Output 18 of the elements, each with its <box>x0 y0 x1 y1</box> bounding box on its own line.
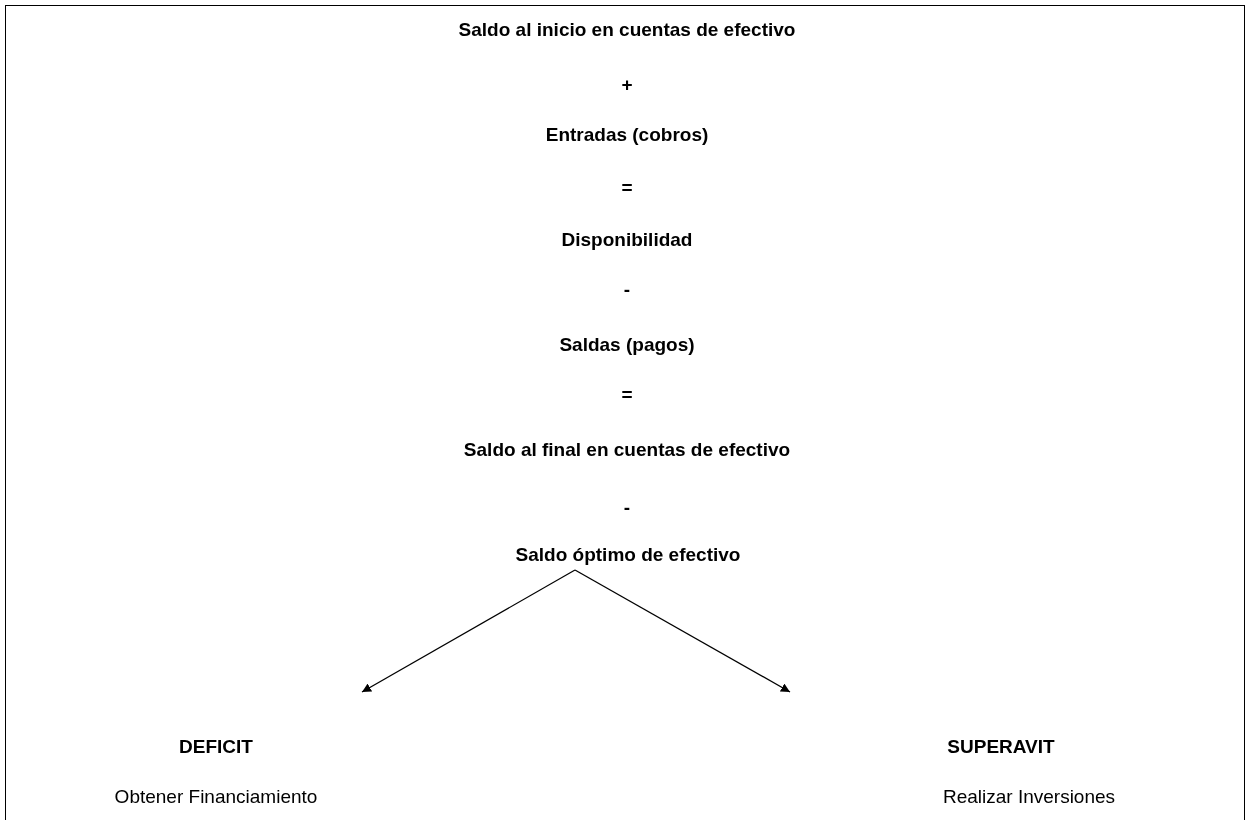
formula-line: = <box>621 384 633 406</box>
formula-line: Saldas (pagos) <box>559 334 695 356</box>
node-title: DEFICIT <box>179 736 253 758</box>
formula-line: + <box>621 74 633 96</box>
node-title: SUPERAVIT <box>947 736 1055 758</box>
arrow <box>574 569 791 693</box>
formula-line: - <box>623 497 631 519</box>
frame-border <box>5 5 1245 820</box>
formula-line: Saldo al inicio en cuentas de efectivo <box>458 19 796 41</box>
node-title: Saldo óptimo de efectivo <box>515 544 741 566</box>
formula-line: - <box>623 279 631 301</box>
formula-line: = <box>621 177 633 199</box>
node-description: Obtener Financiamiento <box>114 786 318 808</box>
node-description: Realizar Inversiones <box>942 786 1116 808</box>
arrow <box>361 569 576 693</box>
formula-line: Disponibilidad <box>561 229 693 251</box>
formula-line: Saldo al final en cuentas de efectivo <box>463 439 791 461</box>
formula-line: Entradas (cobros) <box>545 124 709 146</box>
